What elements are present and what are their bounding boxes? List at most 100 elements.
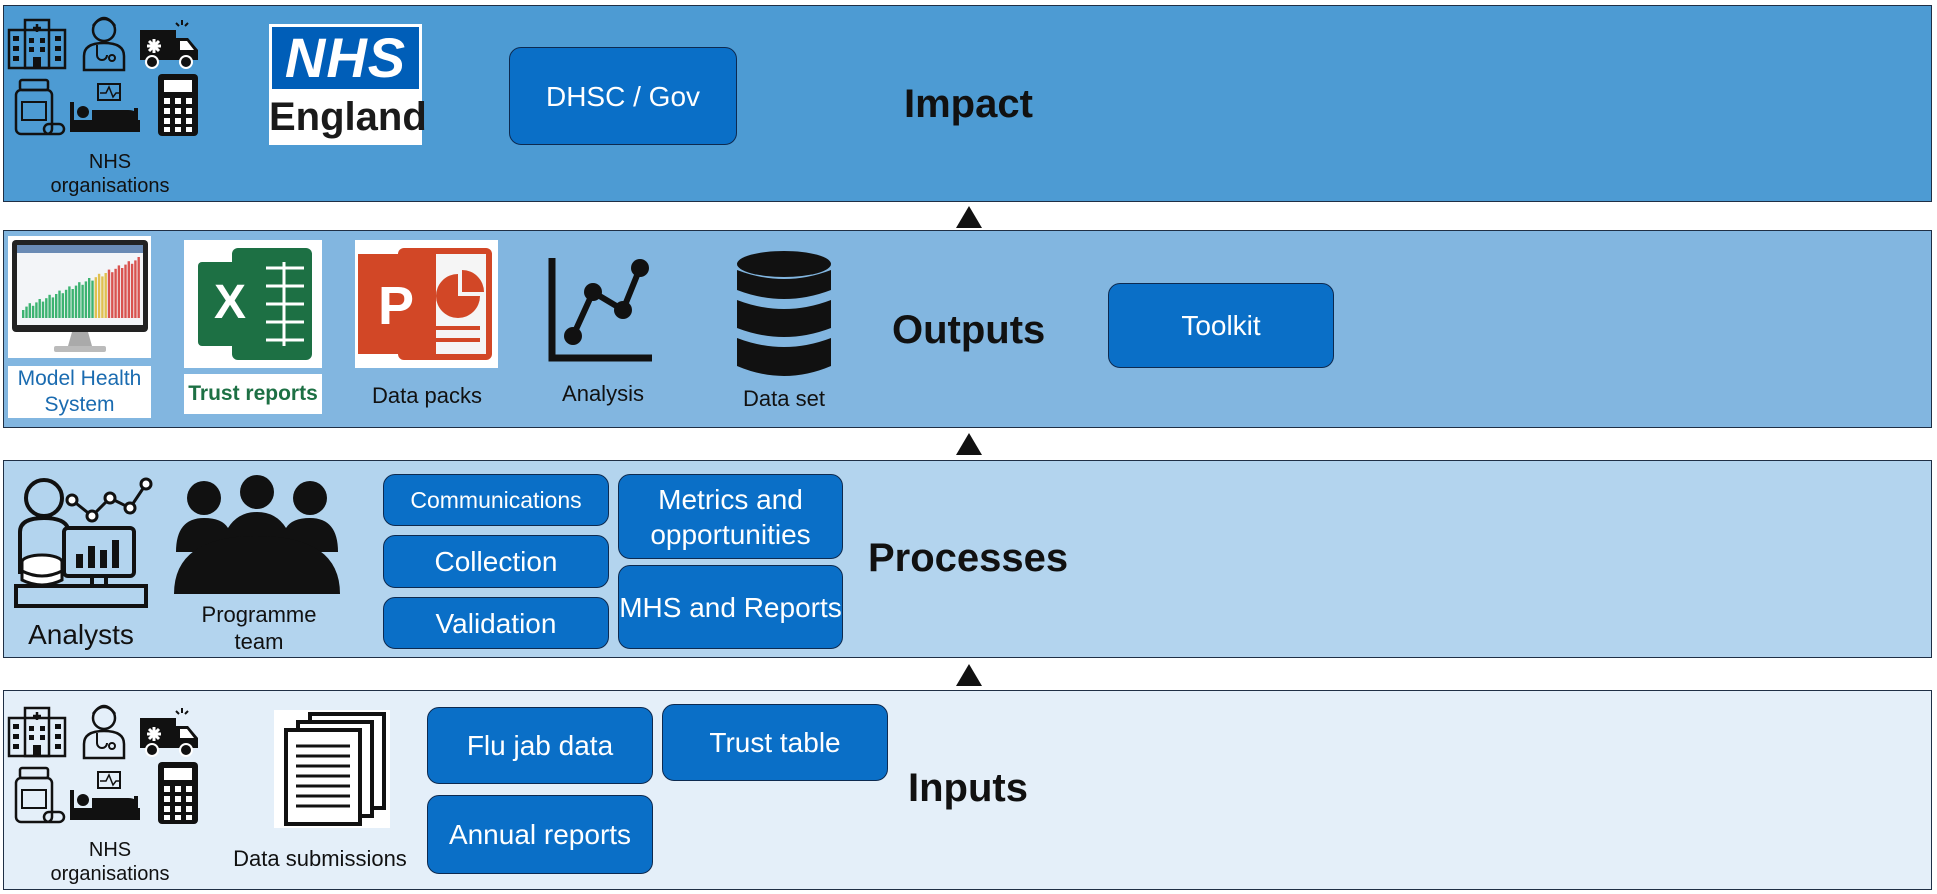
monitor-bar: [114, 268, 117, 318]
powerpoint-icon: P: [358, 248, 492, 360]
outputs-band: [3, 230, 1932, 428]
calculator-icon: [158, 762, 198, 824]
monitor-bar: [88, 278, 91, 318]
monitor-bar: [28, 303, 31, 318]
monitor-dashboard-icon: [12, 240, 148, 352]
programme-team-label: Programme team: [201, 602, 317, 654]
collection-box: Collection: [383, 535, 609, 588]
annual-reports-box: Annual reports: [427, 795, 653, 874]
impact-nhs-organisations-label: NHS organisations: [50, 151, 170, 198]
nhs-logo-text: NHS: [284, 26, 407, 89]
monitor-bar: [41, 301, 45, 318]
monitor-bar: [84, 281, 88, 318]
collection-label: Collection: [434, 546, 558, 577]
trust-reports-label: Trust reports: [184, 374, 322, 414]
impact-title: Impact: [904, 82, 1033, 126]
monitor-bar: [38, 299, 41, 318]
validation-box: Validation: [383, 597, 609, 649]
hospital-bed-icon: [69, 83, 141, 133]
monitor-bar: [124, 264, 127, 318]
monitor-bar: [55, 294, 58, 318]
up-arrow-icon: [956, 664, 982, 686]
up-arrow-icon: [956, 206, 982, 228]
line-chart-icon: [548, 258, 652, 362]
powerpoint-letter: P: [378, 276, 414, 336]
data-set-label: Data set: [743, 386, 825, 411]
monitor-bar: [81, 284, 84, 318]
data-packs-label: Data packs: [371, 383, 483, 408]
nhs-england-logo: NHS England: [269, 24, 427, 145]
medicine-bottle-icon: [14, 766, 66, 824]
monitor-bar: [134, 260, 137, 318]
trust-table-box: Trust table: [662, 704, 888, 781]
metrics-opportunities-label: Metrics and opportunities: [650, 483, 811, 550]
monitor-bar: [117, 265, 121, 318]
hospital-icon: [7, 18, 67, 70]
monitor-bar: [104, 273, 107, 318]
monitor-bar: [137, 257, 140, 318]
monitor-bar: [58, 290, 61, 318]
hospital-bed-icon: [69, 771, 141, 821]
medicine-bottle-icon: [14, 78, 66, 136]
analysts-label: Analysts: [28, 619, 134, 650]
data-submissions-label: Data submissions: [233, 846, 407, 871]
monitor-bar: [48, 294, 51, 318]
monitor-bar: [111, 272, 114, 318]
monitor-bar: [25, 306, 28, 318]
monitor-bar: [78, 282, 81, 318]
monitor-bar: [91, 280, 94, 318]
communications-label: Communications: [410, 486, 582, 513]
trust-table-label: Trust table: [709, 727, 841, 758]
monitor-bar: [74, 285, 78, 318]
toolkit-label: Toolkit: [1181, 310, 1261, 341]
monitor-bar: [61, 293, 64, 318]
monitor-bar: [35, 302, 38, 318]
team-icon: [174, 475, 340, 594]
flu-jab-data-box: Flu jab data: [427, 707, 653, 784]
excel-letter: X: [214, 276, 246, 329]
monitor-bar: [101, 276, 104, 318]
flu-jab-data-label: Flu jab data: [466, 730, 614, 761]
nhs-logo-england-text: England: [269, 95, 427, 139]
annual-reports-label: Annual reports: [448, 819, 632, 850]
monitor-bar: [51, 297, 55, 318]
toolkit-box: Toolkit: [1108, 283, 1334, 368]
excel-icon: X: [198, 248, 312, 360]
ambulance-icon: [138, 706, 200, 758]
database-icon: [737, 251, 831, 376]
hospital-icon: [7, 706, 67, 758]
mhs-reports-box: MHS and Reports: [618, 565, 843, 649]
dhsc-gov-box: DHSC / Gov: [509, 47, 737, 145]
documents-icon: [284, 712, 386, 826]
up-arrow-icon: [956, 433, 982, 455]
model-health-system-label: Model Health System: [8, 366, 151, 418]
monitor-bar: [121, 268, 124, 318]
inputs-title: Inputs: [908, 766, 1028, 810]
analysis-label: Analysis: [562, 381, 644, 406]
inputs-nhs-organisations-label: NHS organisations: [50, 839, 170, 886]
monitor-bar: [127, 261, 130, 318]
doctor-icon: [82, 16, 126, 72]
monitor-bar: [94, 277, 97, 318]
mhs-reports-label: MHS and Reports: [619, 591, 842, 623]
dhsc-gov-label: DHSC / Gov: [545, 80, 701, 112]
monitor-bar: [68, 286, 71, 318]
monitor-bar: [107, 269, 111, 318]
monitor-bar: [130, 263, 134, 318]
calculator-icon: [158, 74, 198, 136]
monitor-bar: [45, 298, 48, 318]
monitor-bar: [64, 289, 68, 318]
nhs-logo-mark: NHS: [272, 27, 419, 89]
outputs-title: Outputs: [892, 308, 1046, 352]
monitor-bar: [22, 310, 25, 318]
communications-box: Communications: [383, 474, 609, 526]
monitor-bar: [71, 289, 74, 318]
validation-label: Validation: [435, 607, 557, 639]
metrics-opportunities-box: Metrics and opportunities: [618, 474, 843, 559]
ambulance-icon: [138, 18, 200, 70]
doctor-icon: [82, 704, 126, 760]
analyst-icon: [14, 477, 153, 608]
monitor-bar: [97, 273, 101, 318]
processes-title: Processes: [868, 536, 1069, 580]
monitor-bar: [31, 305, 35, 318]
